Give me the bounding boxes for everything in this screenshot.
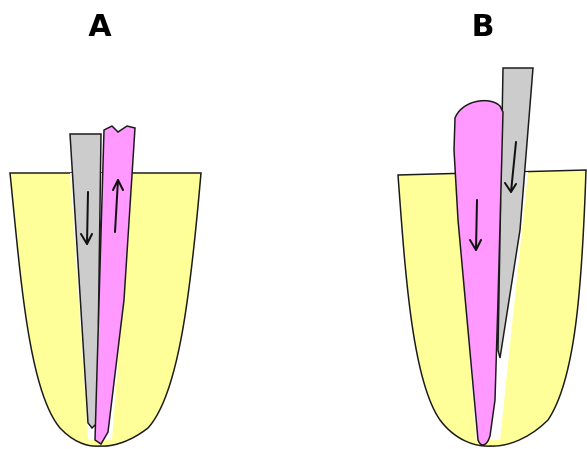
panel-a: A: [10, 9, 201, 446]
panel-b-label: B: [472, 9, 495, 44]
panel-b: B: [398, 9, 586, 446]
panel-a-label: A: [88, 9, 112, 44]
